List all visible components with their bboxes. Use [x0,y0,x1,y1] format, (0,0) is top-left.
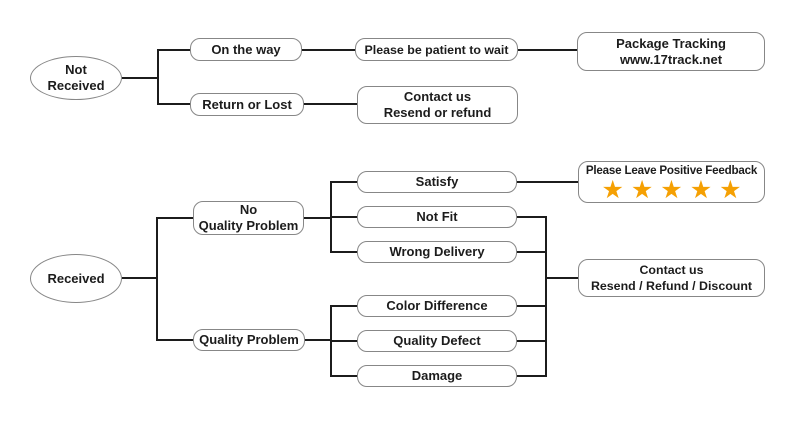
connector-line [332,181,357,183]
node-satisfy: Satisfy [357,171,517,193]
node-please-be-patient: Please be patient to wait [355,38,518,61]
connector-line [517,340,546,342]
node-no-quality-problem: No Quality Problem [193,201,304,235]
connector-line [517,251,546,253]
connector-line [158,339,193,341]
node-on-the-way: On the way [190,38,302,61]
positive-feedback-label: Please Leave Positive Feedback [585,163,758,177]
connector-line [159,49,190,51]
connector-line [517,181,578,183]
connector-line [332,216,357,218]
node-positive-feedback: Please Leave Positive Feedback ★★★★★ [578,161,765,203]
connector-line [122,77,159,79]
connector-line [156,217,158,341]
node-color-difference: Color Difference [357,295,517,317]
connector-line [330,305,332,377]
connector-line [517,305,546,307]
connector-line [518,49,577,51]
connector-line [332,251,357,253]
connector-line [122,277,157,279]
node-not-fit: Not Fit [357,206,517,228]
feedback-stars: ★★★★★ [601,175,749,204]
connector-line [332,375,357,377]
node-quality-problem: Quality Problem [193,329,305,351]
connector-line [547,277,578,279]
connector-line [517,216,546,218]
node-contact-resend-refund-discount: Contact us Resend / Refund / Discount [578,259,765,297]
node-package-tracking: Package Tracking www.17track.net [577,32,765,71]
connector-line [330,181,332,253]
connector-line [159,103,190,105]
node-received: Received [30,254,122,303]
node-wrong-delivery: Wrong Delivery [357,241,517,263]
node-quality-defect: Quality Defect [357,330,517,352]
node-return-or-lost: Return or Lost [190,93,304,116]
connector-line [332,305,357,307]
connector-line [302,49,355,51]
connector-line [545,216,547,377]
connector-line [158,217,193,219]
node-damage: Damage [357,365,517,387]
connector-line [157,49,159,105]
node-not-received: Not Received [30,56,122,100]
connector-line [517,375,546,377]
connector-line [305,339,331,341]
connector-line [332,340,357,342]
connector-line [304,217,331,219]
node-contact-resend-refund: Contact us Resend or refund [357,86,518,124]
connector-line [304,103,357,105]
